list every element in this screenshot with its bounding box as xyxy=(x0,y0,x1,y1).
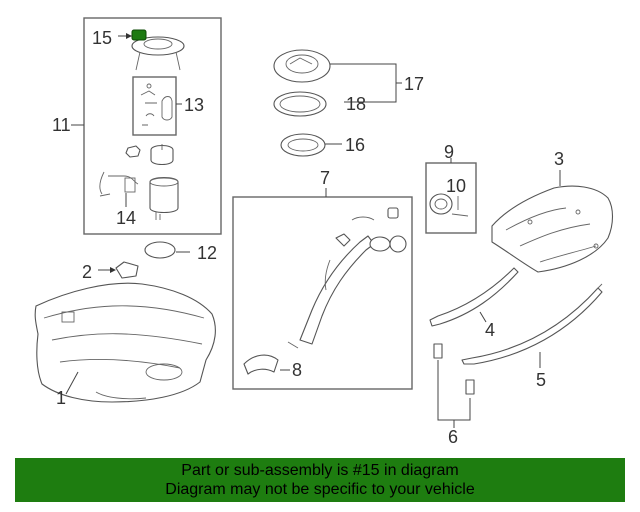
callout-9: 9 xyxy=(444,142,454,162)
callout-15: 15 xyxy=(92,28,112,48)
callout-1: 1 xyxy=(56,388,66,408)
callout-11: 11 xyxy=(52,115,71,135)
filler-neck-drawing xyxy=(243,207,407,375)
callout-7: 7 xyxy=(320,168,330,188)
callout-5: 5 xyxy=(536,370,546,390)
banner-line-1: Part or sub-assembly is #15 in diagram xyxy=(181,462,459,479)
callout-3: 3 xyxy=(554,149,564,169)
part-15-highlight[interactable] xyxy=(131,29,147,41)
callout-17: 17 xyxy=(404,74,424,94)
banner-line-2: Diagram may not be specific to your vehi… xyxy=(165,481,475,498)
callout-4: 4 xyxy=(485,320,495,340)
filler-neck-box xyxy=(232,196,413,390)
fuel-pump-module-drawing xyxy=(99,29,185,220)
callout-6: 6 xyxy=(448,427,458,447)
fuel-door-drawing xyxy=(429,193,469,217)
callout-8: 8 xyxy=(292,360,302,380)
bolts-drawing xyxy=(433,343,475,395)
info-banner: Part or sub-assembly is #15 in diagram D… xyxy=(15,458,625,502)
callout-2: 2 xyxy=(82,262,92,282)
callout-10: 10 xyxy=(446,176,466,196)
tank-straps-drawing xyxy=(429,267,603,365)
callout-18: 18 xyxy=(346,94,366,114)
callout-16: 16 xyxy=(345,135,365,155)
fuel-sender-cover-drawing xyxy=(273,49,331,157)
heat-shield-drawing xyxy=(491,185,614,273)
callout-13: 13 xyxy=(184,95,204,115)
gasket-12-drawing xyxy=(144,241,176,259)
fuel-pump-module-box xyxy=(83,17,222,235)
fuel-tank-drawing xyxy=(34,282,216,403)
callout-14: 14 xyxy=(116,208,136,228)
callout-12: 12 xyxy=(197,243,217,263)
part-2-drawing xyxy=(115,261,139,279)
